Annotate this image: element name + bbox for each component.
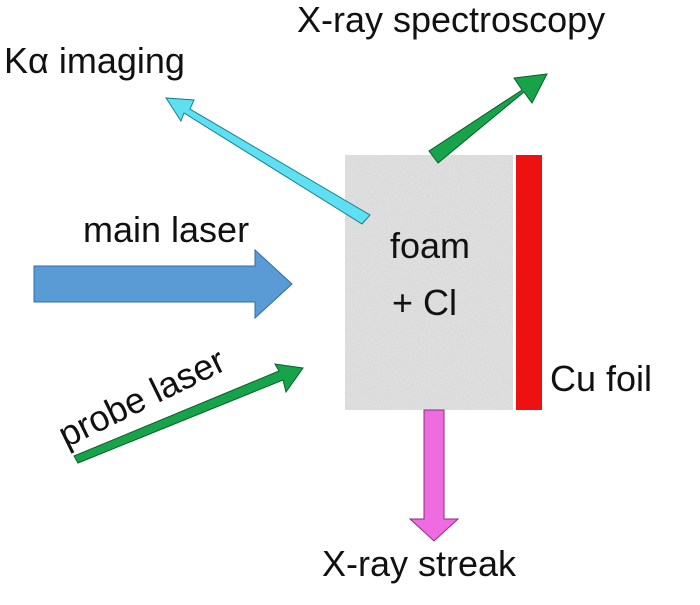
label-kalpha-imaging: Kα imaging — [4, 40, 185, 81]
main-laser-arrow — [33, 248, 293, 320]
label-cl: + Cl — [392, 282, 457, 323]
foam-target — [345, 155, 513, 410]
cu-foil — [516, 155, 542, 410]
probe-laser-arrow — [73, 363, 304, 464]
label-xray-streak: X-ray streak — [322, 543, 517, 584]
xray-spectroscopy-arrow — [428, 73, 548, 164]
xray-streak-arrow — [408, 409, 460, 542]
kalpha-imaging-arrow — [165, 97, 371, 225]
label-xray-spectroscopy: X-ray spectroscopy — [297, 0, 605, 40]
label-main-laser: main laser — [83, 209, 249, 250]
label-foam: foam — [390, 225, 470, 266]
label-cu-foil: Cu foil — [550, 358, 652, 399]
